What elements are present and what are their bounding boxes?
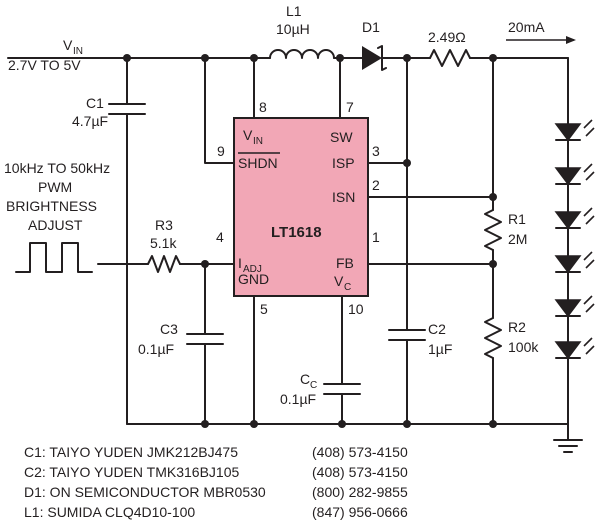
c1-ref: C1 bbox=[86, 95, 104, 111]
c3-ref: C3 bbox=[160, 321, 178, 337]
ic-vc-pin: V bbox=[334, 273, 344, 289]
capacitor-c2: C2 1µF bbox=[388, 321, 452, 357]
pwm-label: 10kHz TO 50kHz PWM BRIGHTNESS ADJUST bbox=[4, 160, 110, 233]
ic-gnd-pin: GND bbox=[238, 271, 269, 287]
ic-vc-sub: C bbox=[344, 282, 351, 293]
cc-sub: C bbox=[310, 380, 317, 391]
r2-value: 100k bbox=[508, 339, 539, 355]
led-4 bbox=[554, 251, 595, 274]
c3-value: 0.1µF bbox=[138, 341, 174, 357]
led-2 bbox=[554, 163, 595, 186]
bom-row-4-phone: (847) 956-0666 bbox=[312, 504, 408, 520]
bom-row-3-phone: (800) 282-9855 bbox=[312, 484, 408, 500]
vin-name: V bbox=[63, 37, 73, 53]
pin-9-number: 9 bbox=[217, 143, 225, 159]
ic-isp-pin: ISP bbox=[332, 155, 355, 171]
sense-resistor: 2.49Ω bbox=[428, 29, 471, 67]
pin-7-number: 7 bbox=[346, 99, 354, 115]
resistor-r3: R3 5.1k bbox=[147, 217, 181, 273]
bom-row-1-phone: (408) 573-4150 bbox=[312, 444, 408, 460]
bom-row-4-part: L1: SUMIDA CLQ4D10-100 bbox=[24, 504, 195, 520]
r3-ref: R3 bbox=[155, 217, 173, 233]
ground-symbol bbox=[553, 423, 583, 453]
pin-4-number: 4 bbox=[216, 229, 224, 245]
node-gnd-c2 bbox=[403, 420, 411, 428]
vin-range: 2.7V TO 5V bbox=[8, 57, 81, 73]
led-5 bbox=[554, 295, 595, 318]
pin-8-number: 8 bbox=[259, 99, 267, 115]
pwm-line1: 10kHz TO 50kHz bbox=[4, 160, 110, 176]
ic-vin-pin: V bbox=[243, 127, 253, 143]
cc-value: 0.1µF bbox=[280, 391, 316, 407]
pwm-line3: BRIGHTNESS bbox=[6, 198, 97, 214]
pwm-waveform bbox=[15, 242, 93, 273]
current-arrow: 20mA bbox=[506, 19, 576, 44]
r2-ref: R2 bbox=[508, 319, 526, 335]
led-1 bbox=[554, 119, 595, 142]
r1-ref: R1 bbox=[508, 211, 526, 227]
r3-value: 5.1k bbox=[150, 235, 177, 251]
l1-ref: L1 bbox=[286, 3, 302, 19]
pin-3-number: 3 bbox=[372, 143, 380, 159]
pin-10-number: 10 bbox=[348, 301, 364, 317]
resistor-r1: R1 2M bbox=[484, 209, 527, 251]
pwm-line4: ADJUST bbox=[28, 217, 83, 233]
d1-ref: D1 bbox=[362, 19, 380, 35]
capacitor-c1: C1 4.7µF bbox=[72, 95, 146, 129]
pin-1-number: 1 bbox=[372, 229, 380, 245]
bom-row-1-part: C1: TAIYO YUDEN JMK212BJ475 bbox=[24, 444, 238, 460]
ic-isn-pin: ISN bbox=[332, 189, 355, 205]
vin-label: V IN 2.7V TO 5V bbox=[8, 37, 83, 73]
node-gnd-cc bbox=[338, 420, 346, 428]
ic-shdn-pin: SHDN bbox=[238, 155, 278, 171]
bill-of-materials: C1: TAIYO YUDEN JMK212BJ475 (408) 573-41… bbox=[24, 444, 408, 520]
c1-value: 4.7µF bbox=[72, 113, 108, 129]
led-6 bbox=[554, 337, 595, 360]
pin9-wire bbox=[204, 57, 235, 164]
capacitor-c3: C3 0.1µF bbox=[138, 321, 224, 357]
ic-iadj-sub: ADJ bbox=[243, 264, 262, 275]
schottky-diode-d1: D1 bbox=[362, 19, 387, 71]
node-gnd-pin5 bbox=[250, 420, 258, 428]
cc-ref: C bbox=[300, 371, 310, 387]
inductor-l1: L1 10µH bbox=[269, 3, 335, 59]
pin-5-number: 5 bbox=[260, 301, 268, 317]
c2-value: 1µF bbox=[428, 341, 452, 357]
pin-2-number: 2 bbox=[372, 177, 380, 193]
ic-lt1618 bbox=[233, 117, 369, 297]
bom-row-2-phone: (408) 573-4150 bbox=[312, 464, 408, 480]
ic-iadj-pin: I bbox=[238, 255, 242, 271]
current-value: 20mA bbox=[508, 19, 545, 35]
ic-vin-sub: IN bbox=[253, 136, 263, 147]
vin-subscript: IN bbox=[73, 46, 83, 57]
ic-part-number: LT1618 bbox=[271, 224, 322, 241]
bom-row-2-part: C2: TAIYO YUDEN TMK316BJ105 bbox=[24, 464, 239, 480]
l1-value: 10µH bbox=[276, 21, 310, 37]
sense-resistor-value: 2.49Ω bbox=[428, 29, 466, 45]
capacitor-cc: C C 0.1µF bbox=[280, 371, 361, 407]
c2-ref: C2 bbox=[428, 321, 446, 337]
ic-sw-pin: SW bbox=[330, 129, 353, 145]
led-3 bbox=[554, 207, 595, 230]
pwm-line2: PWM bbox=[38, 179, 72, 195]
node-gnd-c3 bbox=[201, 420, 209, 428]
node-gnd-r2 bbox=[489, 420, 497, 428]
r1-value: 2M bbox=[508, 231, 527, 247]
resistor-r2: R2 100k bbox=[484, 317, 539, 359]
bom-row-3-part: D1: ON SEMICONDUCTOR MBR0530 bbox=[24, 484, 266, 500]
ic-fb-pin: FB bbox=[336, 255, 354, 271]
